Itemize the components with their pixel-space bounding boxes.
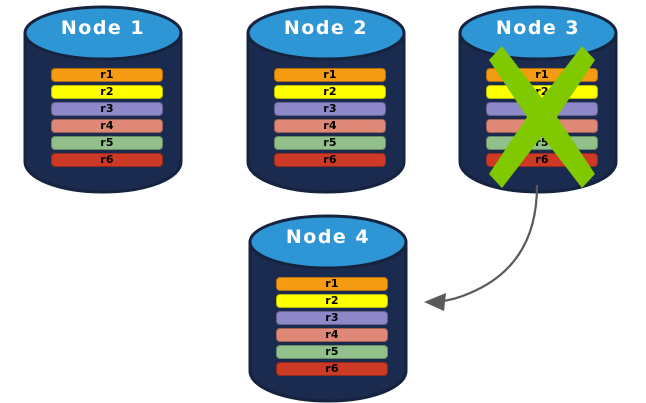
row-item[interactable]: r1 [274, 68, 386, 82]
row-item[interactable]: r2 [51, 85, 163, 99]
row-item[interactable]: r6 [274, 153, 386, 167]
row-item[interactable]: r2 [486, 85, 598, 99]
row-item[interactable]: r6 [486, 153, 598, 167]
row-item[interactable]: r2 [276, 294, 388, 308]
row-list: r1 r2 r3 r4 r5 r6 [274, 68, 386, 167]
row-item[interactable]: r3 [486, 102, 598, 116]
row-item[interactable]: r4 [274, 119, 386, 133]
row-item[interactable]: r5 [51, 136, 163, 150]
node-1[interactable]: Node 1 r1 r2 r3 r4 r5 r6 [23, 4, 183, 194]
row-item[interactable]: r1 [51, 68, 163, 82]
row-item[interactable]: r3 [276, 311, 388, 325]
row-item[interactable]: r6 [51, 153, 163, 167]
row-item[interactable]: r4 [486, 119, 598, 133]
row-item[interactable]: r3 [51, 102, 163, 116]
row-item[interactable]: r5 [486, 136, 598, 150]
row-item[interactable]: r1 [276, 277, 388, 291]
node-2[interactable]: Node 2 r1 r2 r3 r4 r5 r6 [246, 4, 406, 194]
curved-arrow-icon [435, 184, 539, 304]
row-item[interactable]: r4 [51, 119, 163, 133]
row-list: r1 r2 r3 r4 r5 r6 [51, 68, 163, 167]
row-item[interactable]: r5 [274, 136, 386, 150]
row-item[interactable]: r1 [486, 68, 598, 82]
node-3[interactable]: Node 3 r1 r2 r3 r4 r5 r6 [458, 4, 618, 194]
row-list: r1 r2 r3 r4 r5 r6 [486, 68, 598, 167]
row-item[interactable]: r6 [276, 362, 388, 376]
row-list: r1 r2 r3 r4 r5 r6 [276, 277, 388, 376]
row-item[interactable]: r3 [274, 102, 386, 116]
node-4[interactable]: Node 4 r1 r2 r3 r4 r5 r6 [248, 213, 408, 403]
row-item[interactable]: r4 [276, 328, 388, 342]
arrow-head-icon [424, 293, 446, 311]
row-item[interactable]: r5 [276, 345, 388, 359]
row-item[interactable]: r2 [274, 85, 386, 99]
